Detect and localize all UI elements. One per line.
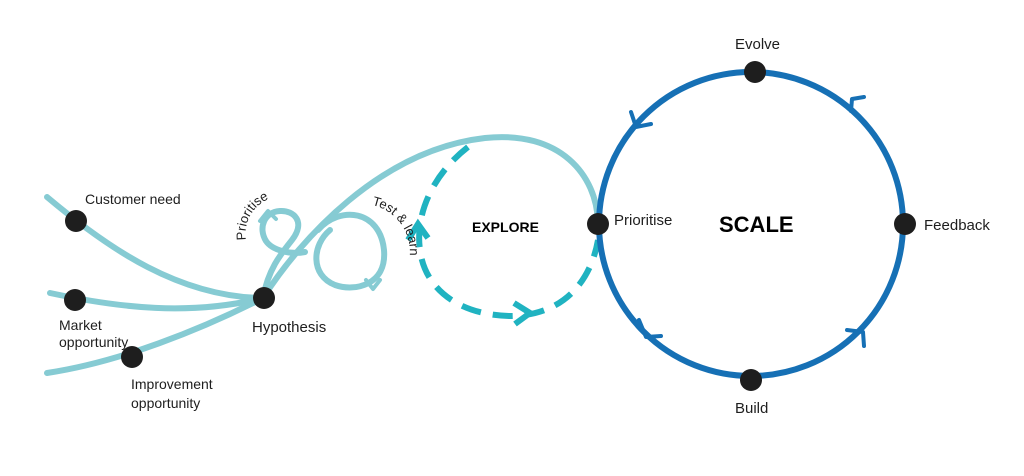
feedback-label: Feedback xyxy=(924,217,990,234)
test-and-learn-loop xyxy=(313,211,388,291)
scale-label: SCALE xyxy=(719,212,794,237)
test-and-learn-label: Test & learn xyxy=(371,193,422,255)
test-and-learn-loop-arrow-icon xyxy=(364,278,382,291)
improvement-opportunity-node xyxy=(121,346,143,368)
prioritise-small-loop xyxy=(259,207,308,301)
explore-dashed-arc xyxy=(416,144,601,320)
improvement-opportunity-flow-line xyxy=(44,295,266,376)
customer-need-node xyxy=(65,210,87,232)
explore-label: EXPLORE xyxy=(472,219,539,235)
improvement-opportunity-label-line2: opportunity xyxy=(131,395,200,411)
feedback-node xyxy=(894,213,916,235)
test-and-learn-label-path: Test & learn xyxy=(371,193,422,255)
evolve-node xyxy=(744,61,766,83)
evolve-label: Evolve xyxy=(735,36,780,53)
improvement-opportunity-label-line1: Improvement xyxy=(131,376,213,392)
explore-path xyxy=(259,134,601,301)
market-opportunity-node xyxy=(64,289,86,311)
market-opportunity-label-line1: Market xyxy=(59,317,102,333)
scale-arrow-top-left-icon xyxy=(629,110,653,129)
explore-dashed-loop xyxy=(405,144,601,327)
hypothesis-to-prioritise-line xyxy=(260,134,601,301)
scale-arrow-bottom-right-icon xyxy=(845,328,866,348)
scale-arrow-bottom-left-icon xyxy=(637,318,663,339)
nodes xyxy=(64,61,916,391)
build-node xyxy=(740,369,762,391)
scale-arrow-top-right-icon xyxy=(849,95,866,113)
hypothesis-label: Hypothesis xyxy=(252,319,326,336)
customer-need-label: Customer need xyxy=(85,191,181,207)
scale-circle-arrowheads xyxy=(629,95,866,348)
hypothesis-node xyxy=(253,287,275,309)
market-opportunity-label-line2: opportunity xyxy=(59,334,128,350)
prioritise-scale-label: Prioritise xyxy=(614,212,672,229)
labels: Customer need Market opportunity Improve… xyxy=(59,36,990,417)
explore-dashed-arrow-bottom-icon xyxy=(512,300,536,327)
loop-arrowheads xyxy=(258,209,382,291)
prioritise-node xyxy=(587,213,609,235)
build-label: Build xyxy=(735,400,768,417)
prioritise-loop-arrow-icon xyxy=(258,209,278,223)
explore-dashed-arrow-left-icon xyxy=(405,218,431,242)
